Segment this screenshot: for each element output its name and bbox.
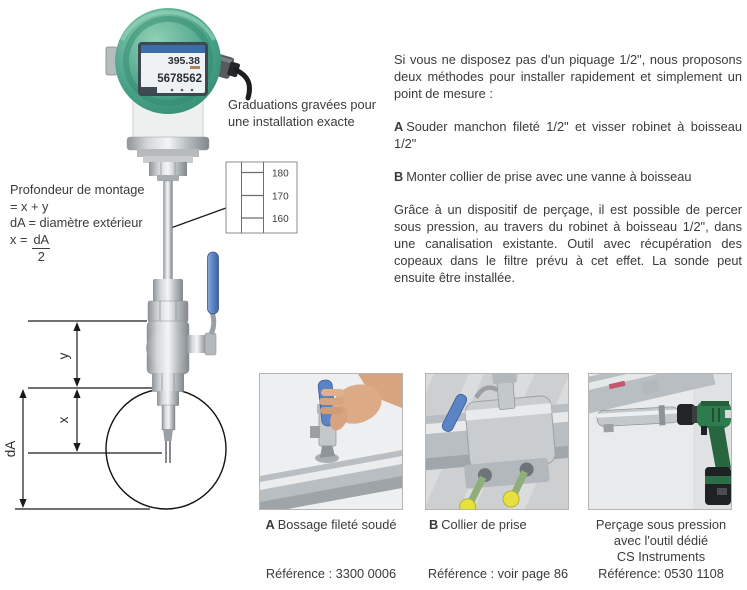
- caption-b-text: Collier de prise: [441, 517, 527, 532]
- photo-c-illustration: [589, 374, 731, 509]
- cordless-drill: [697, 401, 731, 505]
- method-b-text: Monter collier de prise avec une vanne à…: [406, 169, 692, 184]
- outro-paragraph: Grâce à un dispositif de perçage, il est…: [394, 202, 742, 285]
- installation-instructions: Si vous ne disposez pas d'un piquage 1/2…: [394, 51, 742, 286]
- ring-2: [143, 156, 193, 163]
- display-value-2: 5678562: [157, 73, 202, 85]
- caption-a-text: Bossage fileté soudé: [277, 517, 397, 532]
- caption-photo-c: Perçage sous pression avec l'outil dédié…: [585, 517, 737, 565]
- flow-sensor-device: 395.38 5678562: [105, 8, 252, 463]
- dim-label-y: y: [56, 352, 71, 359]
- photo-c-drilling-tool: [588, 373, 732, 510]
- dimension-da: dA: [3, 389, 27, 508]
- caption-c-line1: Perçage sous pression: [595, 517, 727, 532]
- hex-fitting-top: [149, 162, 187, 176]
- scale-mark-160: 160: [272, 214, 289, 225]
- lower-fittings: [152, 373, 184, 463]
- display-header-bar: [141, 45, 205, 53]
- display-value-1: 395.38: [168, 55, 200, 67]
- scale-mark-180: 180: [272, 169, 289, 180]
- installation-diagram: y x dA 180 170 160: [3, 8, 298, 510]
- display-unit-mark: [190, 66, 200, 69]
- photo-b-tapping-saddle: [425, 373, 569, 510]
- leader-line: [167, 207, 227, 230]
- flange: [126, 136, 210, 151]
- formula-fraction: x = dA 2: [10, 232, 144, 266]
- dim-label-da: dA: [3, 441, 18, 458]
- sensor-head: 395.38 5678562: [105, 8, 221, 114]
- red-marker: [608, 380, 626, 390]
- probe-shaft: [163, 180, 173, 282]
- formula-line3: dA = diamètre extérieur: [10, 215, 143, 230]
- hand: [358, 374, 402, 408]
- valve-handle-blue: [207, 251, 219, 315]
- reference-photo-a: Référence : 3300 0006: [265, 566, 397, 581]
- graduations-note-line1: Graduations gravées pour: [228, 97, 376, 112]
- caption-c-line3: CS Instruments: [616, 549, 706, 564]
- intro-paragraph: Si vous ne disposez pas d'un piquage 1/2…: [394, 52, 742, 101]
- compression-fitting: [153, 279, 183, 302]
- method-b-letter: B: [394, 169, 404, 184]
- dim-label-x: x: [56, 416, 71, 423]
- graduation-box: 180 170 160: [167, 161, 298, 234]
- pipe: [589, 374, 716, 419]
- dimension-lines: [15, 320, 162, 510]
- drill-chuck: [677, 404, 695, 425]
- photo-a-illustration: [260, 374, 402, 509]
- dimension-y: y: [56, 322, 81, 387]
- ball-valve: [146, 251, 219, 375]
- reference-photo-c: Référence: 0530 1108: [598, 566, 724, 581]
- bolt-cap-yellow: [502, 490, 520, 508]
- method-a-text: Souder manchon fileté 1/2" et visser rob…: [394, 119, 742, 151]
- valve-body: [496, 380, 516, 410]
- photo-b-illustration: [426, 374, 568, 509]
- dimension-x: x: [56, 389, 81, 452]
- graduations-note-line2: une installation exacte: [228, 113, 355, 129]
- method-a-letter: A: [394, 119, 404, 134]
- caption-b-letter: B: [429, 517, 439, 532]
- bolt-cap-yellow: [459, 498, 477, 509]
- cable: [233, 67, 252, 101]
- reference-photo-b: Référence : voir page 86: [427, 566, 569, 581]
- trigger: [701, 426, 707, 435]
- formula-line1: Profondeur de montage: [10, 182, 145, 197]
- hex-nut: [147, 300, 189, 323]
- formula-line2: = x + y: [10, 198, 49, 214]
- mounting-depth-formula: Profondeur de montage = x + y dA = diamè…: [10, 182, 144, 266]
- caption-c-line2: avec l'outil dédié: [613, 533, 709, 548]
- fraction-numerator: dA: [32, 232, 51, 249]
- ring-1: [137, 149, 199, 157]
- scale-mark-170: 170: [272, 192, 289, 203]
- drill-handle: [708, 426, 731, 470]
- photo-a-welded-boss: [259, 373, 403, 510]
- valve-handle-blue: [441, 393, 468, 432]
- collar: [157, 175, 179, 181]
- graduations-note: Graduations gravées pour une installatio…: [228, 97, 388, 130]
- fraction-lhs: x =: [10, 231, 28, 247]
- sensor-display: 395.38 5678562: [138, 42, 208, 96]
- drilling-tool: [596, 405, 680, 433]
- display-footer-bar: [141, 87, 157, 93]
- battery: [705, 467, 731, 505]
- fraction-denominator: 2: [37, 249, 45, 264]
- lever-arm: [208, 311, 217, 336]
- caption-a-letter: A: [265, 517, 275, 532]
